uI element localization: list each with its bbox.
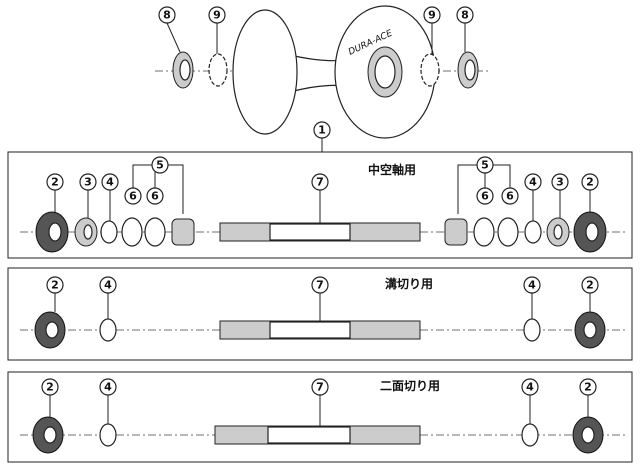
washer [100, 220, 118, 244]
callout-9: 9 [428, 9, 436, 22]
callout-1: 1 [318, 124, 326, 137]
washer [99, 318, 117, 342]
section-hollow-axle: 中空軸用 2 3 4 5 6 6 7 5 6 6 4 3 2 [7, 151, 633, 259]
washer [521, 423, 539, 447]
section-flat-sided-axle: 二面切り用 2 4 7 4 2 [7, 371, 633, 463]
spacer-ring [473, 217, 495, 247]
washer [524, 220, 542, 244]
callout-7: 7 [316, 279, 324, 292]
bearing-right [420, 53, 440, 87]
callout-4: 4 [529, 176, 537, 189]
callout-4: 4 [528, 279, 536, 292]
hub-left-flange [232, 9, 298, 135]
top-callouts: 8 9 9 8 1 [158, 6, 474, 152]
callout-9: 9 [213, 9, 221, 22]
callout-2: 2 [46, 381, 54, 394]
callout-6: 6 [481, 190, 489, 203]
callout-4: 4 [106, 176, 114, 189]
section-label: 二面切り用 [380, 379, 440, 393]
callout-3: 3 [84, 176, 92, 189]
callout-8: 8 [163, 9, 171, 22]
callout-3: 3 [556, 176, 564, 189]
washer [99, 423, 117, 447]
callout-5: 5 [156, 159, 164, 172]
callout-6: 6 [506, 190, 514, 203]
callout-2: 2 [51, 279, 59, 292]
hub-assembly: DURA-ACE [155, 5, 490, 139]
callout-2: 2 [586, 279, 594, 292]
section-label: 中空軸用 [368, 162, 416, 177]
callout-4: 4 [526, 381, 534, 394]
callout-6: 6 [129, 190, 137, 203]
section-label: 溝切り用 [385, 276, 433, 291]
washer [523, 318, 541, 342]
callout-4: 4 [104, 279, 112, 292]
callout-2: 2 [51, 176, 59, 189]
callout-2: 2 [586, 176, 594, 189]
callout-2: 2 [584, 381, 592, 394]
spacer [171, 218, 195, 246]
callout-8: 8 [461, 9, 469, 22]
spacer [444, 218, 468, 246]
section-grooved-axle: 溝切り用 2 4 7 4 2 [7, 267, 633, 361]
bearing-left [208, 53, 228, 87]
spacer-ring [121, 217, 143, 247]
callout-7: 7 [316, 381, 324, 394]
spacer-ring [497, 217, 519, 247]
callout-4: 4 [104, 381, 112, 394]
callout-5: 5 [481, 159, 489, 172]
callout-7: 7 [316, 176, 324, 189]
callout-6: 6 [151, 190, 159, 203]
spacer-ring [144, 217, 166, 247]
